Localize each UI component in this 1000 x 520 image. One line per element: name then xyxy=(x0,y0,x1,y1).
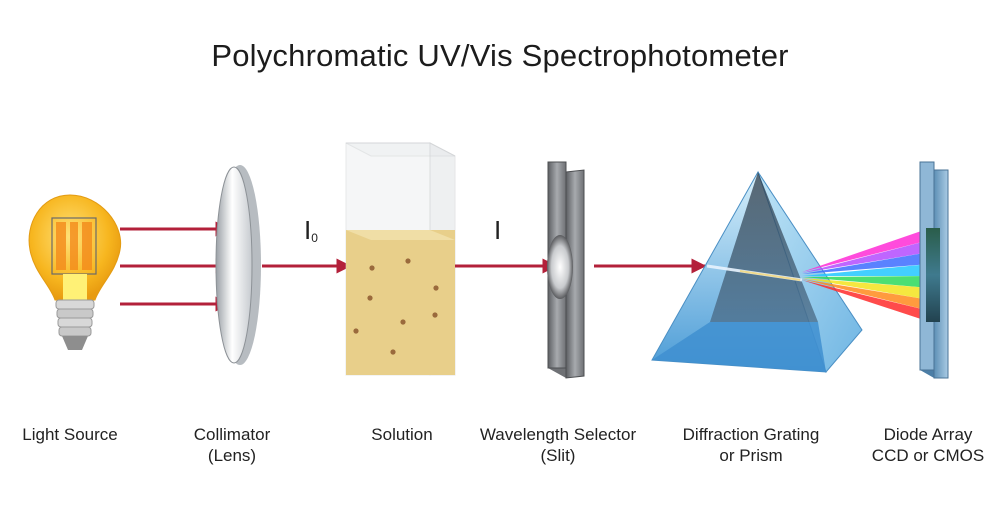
lens-icon xyxy=(215,165,261,365)
label-collimator: Collimator(Lens) xyxy=(193,425,271,465)
incident-beams xyxy=(120,221,231,312)
incident-intensity-label: I0 xyxy=(304,215,318,245)
label-solution: Solution xyxy=(371,425,433,444)
slit-icon xyxy=(547,161,585,379)
spectrum-fan xyxy=(802,228,930,322)
light-bulb-icon xyxy=(28,194,122,350)
cuvette-icon xyxy=(345,142,456,376)
label-wavelength-selector: Wavelength Selector(Slit) xyxy=(479,425,637,465)
label-light-source: Light Source xyxy=(22,425,118,444)
transmitted-intensity-label: I xyxy=(494,215,502,245)
prism-icon xyxy=(651,170,863,373)
diagram-title: Polychromatic UV/Vis Spectrophotometer xyxy=(211,38,789,73)
detector-icon xyxy=(919,161,949,379)
